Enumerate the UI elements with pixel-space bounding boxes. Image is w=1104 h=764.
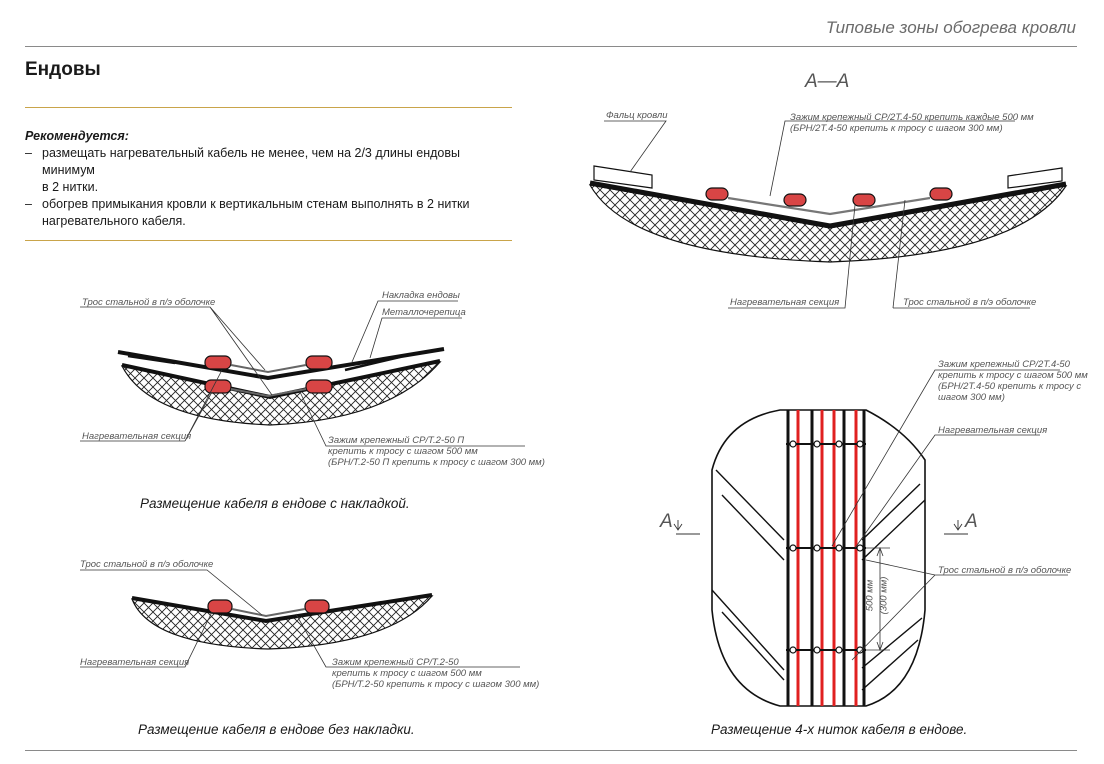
fig2-cable-left	[207, 599, 233, 614]
fig1-steel-rope	[230, 364, 307, 398]
fig4-label-clamp-line: (БРН/2Т.4-50 крепить к тросу с	[938, 381, 1082, 392]
fig1-cable-bottom-right	[305, 379, 333, 394]
fig3-label-clamp: Зажим крепежный СР/2Т.4-50 крепить кажды…	[790, 112, 1034, 134]
fig3-label-section: Нагревательная секция	[730, 297, 840, 308]
fig4-label-cable: Трос стальной в п/э оболочке	[938, 565, 1072, 576]
fig4-section-mark-right: А	[965, 511, 978, 532]
fig1-label-clamp: Зажим крепежный СР/Т.2-50 П крепить к тр…	[328, 435, 545, 468]
recommend-item-line: размещать нагревательный кабель не менее…	[42, 146, 460, 177]
fig1-valley-overlay	[117, 347, 445, 381]
fig3-label-clamp-line: (БРН/2Т.4-50 крепить к тросу с шагом 300…	[790, 123, 1003, 134]
recommend-heading: Рекомендуется:	[25, 129, 129, 143]
fig4-clamps	[786, 440, 866, 654]
fig4-label-clamp-line: крепить к тросу с шагом 500 мм	[938, 370, 1088, 381]
fig2-valley-without-overlay	[80, 569, 520, 668]
fig4-label-clamp-line: Зажим крепежный СР/2Т.4-50	[938, 359, 1070, 370]
fig4-label-section: Нагревательная секция	[938, 425, 1048, 436]
fig2-label-clamp-line: (БРН/Т.2-50 крепить к тросу с шагом 300 …	[332, 679, 540, 690]
fig3-fold-left	[593, 165, 653, 189]
fig2-insulation	[131, 595, 434, 650]
fig2-cable-right	[304, 599, 330, 614]
fig1-roof-deck	[121, 359, 441, 400]
fig3-label-cable: Трос стальной в п/э оболочке	[903, 297, 1037, 308]
fig1-caption: Размещение кабеля в ендове с накладкой.	[140, 496, 410, 511]
fig1-valley-with-overlay	[80, 300, 525, 447]
fig4-caption: Размещение 4-х ниток кабеля в ендове.	[711, 722, 968, 737]
fig2-label-cable: Трос стальной в п/э оболочке	[80, 559, 214, 570]
fig1-cable-bottom-left	[204, 379, 232, 394]
fig2-label-section: Нагревательная секция	[80, 657, 190, 668]
fig2-label-clamp-line: крепить к тросу с шагом 500 мм	[332, 668, 482, 679]
gold-rule-top	[25, 107, 512, 108]
bullet-dash: –	[25, 146, 32, 160]
fig1-label-clamp-line: крепить к тросу с шагом 500 мм	[328, 446, 478, 457]
fig3-label-fold: Фальц кровли	[606, 110, 668, 121]
recommend-item-line: в 2 нитки.	[42, 180, 99, 194]
footer-rule	[25, 750, 1077, 751]
fig3-cable-1	[705, 187, 729, 201]
fig3-section-aa	[588, 120, 1068, 309]
fig3-insulation	[588, 184, 1068, 263]
fig3-roof-deck	[589, 180, 1067, 229]
recommendations-block: Рекомендуется: – размещать нагревательны…	[25, 128, 510, 230]
fig2-caption: Размещение кабеля в ендове без накладки.	[138, 722, 415, 737]
fig4-section-mark-left: А	[660, 511, 673, 532]
fig3-title: А—А	[805, 71, 850, 92]
fig4-plan-view	[673, 369, 1068, 707]
fig1-label-metal: Металлочерепица	[382, 307, 466, 318]
fig2-label-clamp-line: Зажим крепежный СР/Т.2-50	[332, 657, 459, 668]
fig1-label-section: Нагревательная секция	[82, 431, 192, 442]
fig3-cable-4	[929, 187, 953, 201]
fig3-cable-2	[783, 193, 807, 207]
fig3-fold-right	[1007, 167, 1063, 189]
recommend-item: – обогрев примыкания кровли к вертикальн…	[25, 196, 510, 230]
gold-rule-bottom	[25, 240, 512, 241]
fig1-label-overlay: Накладка ендовы	[382, 290, 460, 301]
recommend-item-line: нагревательного кабеля.	[42, 214, 186, 228]
fig2-label-clamp: Зажим крепежный СР/Т.2-50 крепить к трос…	[332, 657, 539, 690]
fig1-cable-top-left	[204, 355, 232, 370]
bullet-dash: –	[25, 197, 32, 211]
header-title: Типовые зоны обогрева кровли	[825, 18, 1076, 37]
fig3-label-clamp-line: Зажим крепежный СР/2Т.4-50 крепить кажды…	[790, 112, 1034, 123]
section-title: Ендовы	[25, 59, 101, 80]
fig4-label-clamp-line: шагом 300 мм)	[938, 392, 1005, 403]
fig4-dimension-500: 500 мм	[864, 579, 876, 612]
recommend-item: – размещать нагревательный кабель не мен…	[25, 145, 510, 196]
recommend-item-line: обогрев примыкания кровли к вертикальным…	[42, 197, 470, 211]
fig1-cable-top-right	[305, 355, 333, 370]
fig1-label-cable: Трос стальной в п/э оболочке	[82, 297, 216, 308]
header-rule	[25, 46, 1077, 47]
fig3-cable-3	[852, 193, 876, 207]
fig1-metal-tile	[127, 354, 401, 372]
fig1-label-clamp-line: (БРН/Т.2-50 П крепить к тросу с шагом 30…	[328, 457, 545, 468]
fig4-dimension-300: (300 мм)	[878, 576, 890, 615]
fig4-label-clamp: Зажим крепежный СР/2Т.4-50 крепить к тро…	[938, 359, 1088, 403]
fig1-label-clamp-line: Зажим крепежный СР/Т.2-50 П	[328, 435, 465, 446]
fig2-roof-deck	[131, 593, 433, 624]
fig4-outline	[711, 409, 926, 707]
fig4-strands	[786, 410, 866, 706]
fig2-steel-rope	[231, 608, 306, 618]
fig3-steel-rope	[727, 196, 931, 216]
